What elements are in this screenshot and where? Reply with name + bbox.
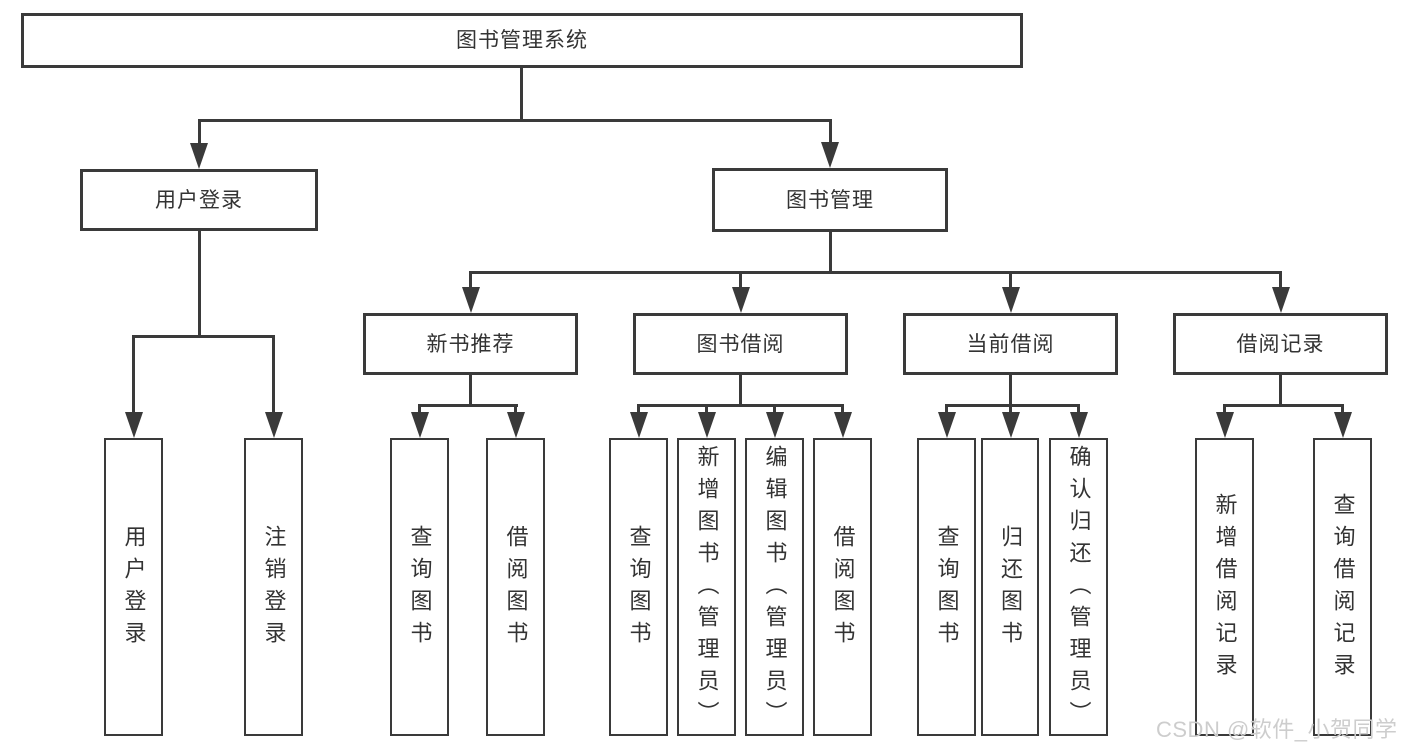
arrow-into-cb-return xyxy=(1002,412,1020,438)
connector-user-login-trunk xyxy=(198,231,201,337)
connector-stub-cb-query xyxy=(945,404,948,414)
arrow-into-bb-add xyxy=(698,412,716,438)
connector-stub-bb-borrow xyxy=(841,404,844,414)
node-user-login: 用户登录 xyxy=(80,169,318,231)
connector-stub-book-mgmt xyxy=(829,119,832,145)
connector-stub-book-borrow xyxy=(739,271,742,289)
csdn-watermark: CSDN @软件_小贺同学 xyxy=(1156,717,1398,742)
arrow-into-cb-confirm xyxy=(1070,412,1088,438)
node-current-borrow: 当前借阅 xyxy=(903,313,1118,375)
connector-stub-bb-add xyxy=(705,404,708,414)
arrow-into-leaf-logout xyxy=(265,412,283,438)
node-root: 图书管理系统 xyxy=(21,13,1023,68)
leaf-bb-borrow-book: 借阅图书 xyxy=(813,438,872,736)
arrow-into-bb-query xyxy=(630,412,648,438)
leaf-logout: 注销登录 xyxy=(244,438,303,736)
connector-new-book-trunk xyxy=(469,375,472,407)
connector-root-hbar xyxy=(198,119,831,122)
node-borrow-record: 借阅记录 xyxy=(1173,313,1388,375)
arrow-into-user-login xyxy=(190,143,208,169)
connector-stub-current-borrow xyxy=(1009,271,1012,289)
connector-user-login-hbar xyxy=(132,335,275,338)
connector-stub-cb-return xyxy=(1009,404,1012,414)
node-book-borrow: 图书借阅 xyxy=(633,313,848,375)
connector-stub-cb-confirm xyxy=(1077,404,1080,414)
arrow-into-cb-query xyxy=(938,412,956,438)
leaf-bb-add-book-admin: 新增图书（管理员） xyxy=(677,438,736,736)
connector-book-borrow-hbar xyxy=(637,404,844,407)
node-book-management: 图书管理 xyxy=(712,168,948,232)
arrow-into-nb-query xyxy=(411,412,429,438)
arrow-into-bb-borrow xyxy=(834,412,852,438)
arrow-into-current-borrow xyxy=(1002,287,1020,313)
leaf-cb-query-book: 查询图书 xyxy=(917,438,976,736)
connector-book-borrow-trunk xyxy=(739,375,742,407)
connector-stub-bb-query xyxy=(637,404,640,414)
connector-current-borrow-trunk xyxy=(1009,375,1012,407)
arrow-into-br-add xyxy=(1216,412,1234,438)
connector-stub-leaf-logout xyxy=(272,335,275,413)
leaf-br-add-record: 新增借阅记录 xyxy=(1195,438,1254,736)
leaf-bb-query-book: 查询图书 xyxy=(609,438,668,736)
leaf-bb-edit-book-admin: 编辑图书（管理员） xyxy=(745,438,804,736)
arrow-into-book-borrow xyxy=(732,287,750,313)
connector-stub-user-login xyxy=(198,119,201,145)
connector-stub-br-add xyxy=(1223,404,1226,414)
arrow-into-book-mgmt xyxy=(821,142,839,168)
leaf-user-login: 用户登录 xyxy=(104,438,163,736)
arrow-into-br-query xyxy=(1334,412,1352,438)
arrow-into-leaf-login xyxy=(125,412,143,438)
connector-borrow-record-trunk xyxy=(1279,375,1282,407)
connector-book-mgmt-hbar xyxy=(469,271,1282,274)
leaf-nb-query-book: 查询图书 xyxy=(390,438,449,736)
connector-stub-borrow-record xyxy=(1279,271,1282,289)
connector-borrow-record-hbar xyxy=(1223,404,1344,407)
connector-root-trunk xyxy=(520,68,523,122)
connector-stub-nb-query xyxy=(418,404,421,414)
arrow-into-bb-edit xyxy=(766,412,784,438)
arrow-into-borrow-record xyxy=(1272,287,1290,313)
connector-current-borrow-hbar xyxy=(945,404,1080,407)
connector-stub-bb-edit xyxy=(773,404,776,414)
connector-stub-leaf-login xyxy=(132,335,135,413)
connector-book-mgmt-trunk xyxy=(829,232,832,274)
connector-stub-nb-borrow xyxy=(514,404,517,414)
node-new-book-recommend: 新书推荐 xyxy=(363,313,578,375)
leaf-cb-return-book: 归还图书 xyxy=(981,438,1039,736)
arrow-into-new-book xyxy=(462,287,480,313)
leaf-nb-borrow-book: 借阅图书 xyxy=(486,438,545,736)
arrow-into-nb-borrow xyxy=(507,412,525,438)
leaf-br-query-record: 查询借阅记录 xyxy=(1313,438,1372,736)
connector-stub-br-query xyxy=(1341,404,1344,414)
leaf-cb-confirm-return-admin: 确认归还（管理员） xyxy=(1049,438,1108,736)
connector-new-book-hbar xyxy=(418,404,518,407)
connector-stub-new-book xyxy=(469,271,472,289)
